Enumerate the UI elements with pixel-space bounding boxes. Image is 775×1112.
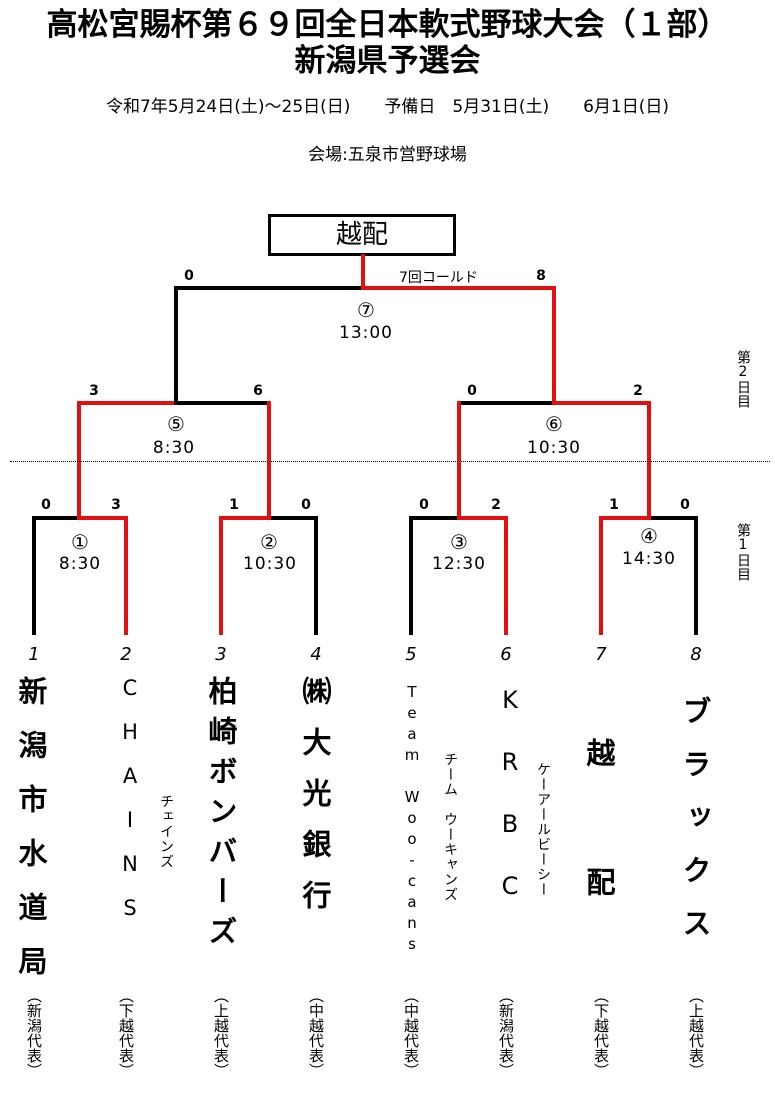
team-2-kana: チェインズ <box>158 794 174 869</box>
team-7-name: 越配 <box>582 738 616 996</box>
day1-label: 第1日目 <box>735 523 751 581</box>
team-1-name: 新潟市水道局 <box>14 676 48 1000</box>
semi6-score-right: 2 <box>633 383 643 399</box>
final-note: 7回コールド <box>399 270 478 286</box>
game4-right-arm <box>647 516 698 635</box>
game2-score-right: 0 <box>301 497 311 513</box>
seed-5: 5 <box>405 644 417 665</box>
team-2-name: CHAINS <box>118 676 142 940</box>
game4-score-right: 0 <box>680 497 690 513</box>
seed-3: 3 <box>215 644 227 665</box>
team-3-name: 柏崎ボンバーズ <box>204 676 238 956</box>
day2-label: 第2日目 <box>735 350 751 408</box>
tournament-title: 高松宮賜杯第６９回全日本軟式野球大会（１部） <box>46 7 729 43</box>
seed-6: 6 <box>500 644 512 665</box>
game3-right-arm <box>457 516 508 635</box>
game4-score-left: 1 <box>609 497 619 513</box>
team-5-region: （中越代表） <box>402 988 420 1078</box>
semi5-game-no: ⑤ <box>167 412 185 436</box>
tournament-dates: 令和7年5月24日(土)～25日(日) 予備日 5月31日(土) 6月1日(日) <box>105 97 670 117</box>
team-4-region: （中越代表） <box>307 988 325 1078</box>
game1-left-arm <box>32 516 81 635</box>
seed-8: 8 <box>690 644 702 665</box>
team-4-name: ㈱大光銀行 <box>298 676 332 931</box>
game4-game-no: ④ <box>640 524 658 548</box>
game2-right-arm <box>267 516 318 635</box>
team-6-name: KRBC <box>496 686 524 934</box>
team-8-region: （上越代表） <box>687 988 705 1078</box>
game3-left-arm <box>409 516 461 635</box>
game2-left-arm <box>219 516 271 635</box>
team-7-region: （下越代表） <box>592 988 610 1078</box>
game4-time: 14:30 <box>622 549 676 569</box>
final-score-right: 8 <box>536 268 546 284</box>
game2-game-no: ② <box>260 530 278 554</box>
semi5-score-right: 6 <box>253 383 263 399</box>
seed-2: 2 <box>120 644 132 665</box>
final-score-left: 0 <box>184 268 194 284</box>
game2-score-left: 1 <box>229 497 239 513</box>
game1-time: 8:30 <box>58 554 102 574</box>
venue: 会場:五泉市営野球場 <box>308 145 467 165</box>
game1-score-left: 0 <box>41 497 51 513</box>
seed-7: 7 <box>595 644 607 665</box>
team-5-name: Team Woo-cans <box>403 683 421 956</box>
game1-score-right: 3 <box>111 497 121 513</box>
day-divider <box>10 461 770 462</box>
game3-score-right: 2 <box>491 497 501 513</box>
team-1-region: （新潟代表） <box>25 988 43 1078</box>
game2-time: 10:30 <box>243 554 297 574</box>
semi5-time: 8:30 <box>152 438 196 458</box>
team-6-region: （新潟代表） <box>497 988 515 1078</box>
game4-left-arm <box>599 516 651 635</box>
final-time: 13:00 <box>339 323 393 343</box>
seed-1: 1 <box>28 644 40 665</box>
game3-time: 12:30 <box>432 554 486 574</box>
team-6-kana: ケーアールビーシー <box>535 762 551 897</box>
game1-game-no: ① <box>71 530 89 554</box>
semi5-score-left: 3 <box>89 383 99 399</box>
team-3-region: （上越代表） <box>212 988 230 1078</box>
team-2-region: （下越代表） <box>117 988 135 1078</box>
team-8-name: ブラックス <box>678 696 712 961</box>
team-5-kana: チーム ウーキャンズ <box>442 752 458 902</box>
tournament-subtitle: 新潟県予選会 <box>294 43 481 79</box>
seed-4: 4 <box>310 644 322 665</box>
semi6-score-left: 0 <box>467 383 477 399</box>
final-game-no: ⑦ <box>357 298 375 322</box>
game3-score-left: 0 <box>419 497 429 513</box>
game3-game-no: ③ <box>450 530 468 554</box>
game1-right-arm <box>77 516 128 635</box>
semi6-game-no: ⑥ <box>545 412 563 436</box>
semi6-time: 10:30 <box>527 438 581 458</box>
